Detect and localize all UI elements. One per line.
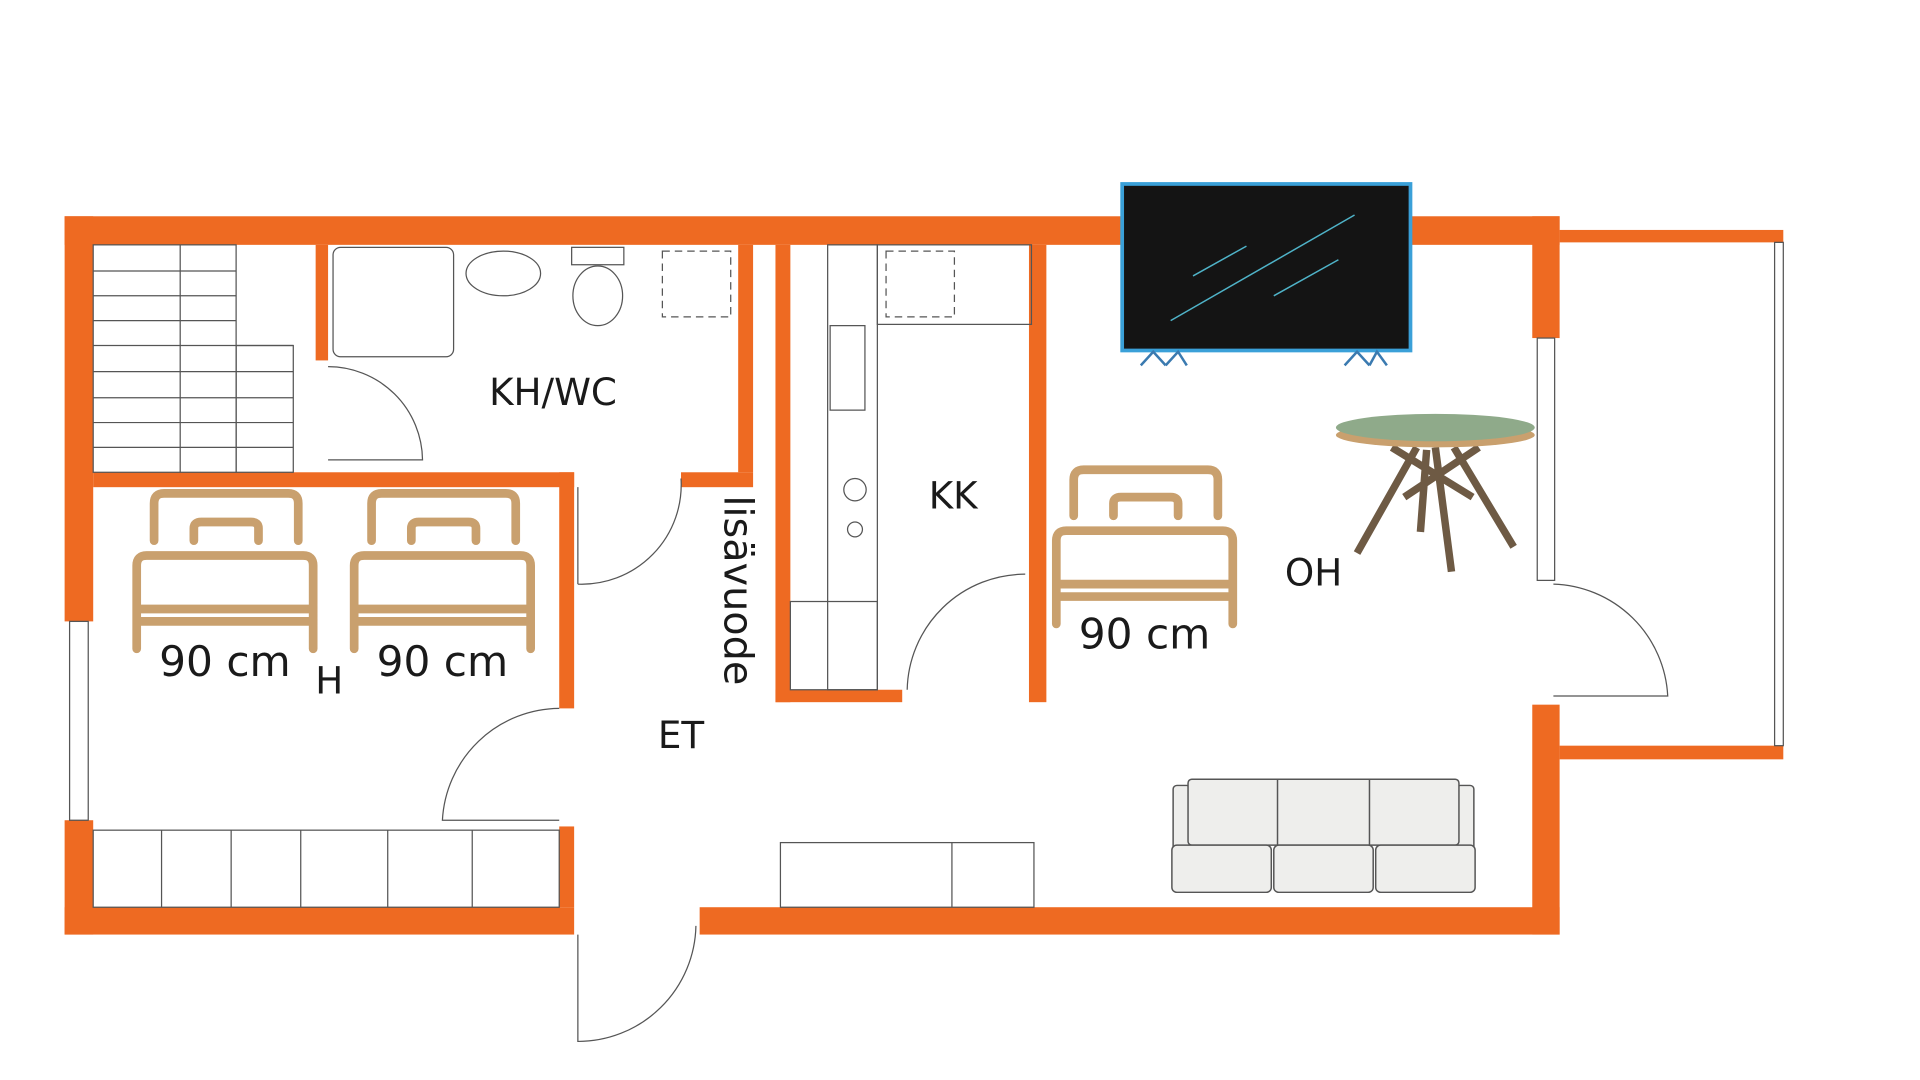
room-label-hallway: ET — [658, 713, 705, 757]
fixtures — [68, 241, 1784, 1043]
table-icon — [1335, 413, 1535, 573]
room-label-kitchen: KK — [929, 473, 979, 517]
tv-icon — [1120, 182, 1413, 367]
bed-1 — [132, 489, 318, 654]
bed-width-label: 90 cm — [1079, 610, 1211, 659]
extra-bed-label: lisävuode — [715, 495, 761, 685]
stairs — [92, 244, 294, 473]
room-label-living-room: OH — [1285, 550, 1342, 594]
room-label-bedroom: H — [315, 658, 343, 702]
bed-3 — [1051, 465, 1238, 629]
walls — [64, 216, 1784, 935]
room-labels: KH/WC KK OH ET H lisävuode 90 cm 90 cm 9… — [159, 370, 1342, 757]
bed-width-label: 90 cm — [377, 637, 509, 686]
sofa-icon — [1171, 778, 1476, 894]
bed-width-label: 90 cm — [159, 637, 291, 686]
room-label-bathroom: KH/WC — [489, 370, 617, 414]
bed-2 — [349, 489, 535, 654]
